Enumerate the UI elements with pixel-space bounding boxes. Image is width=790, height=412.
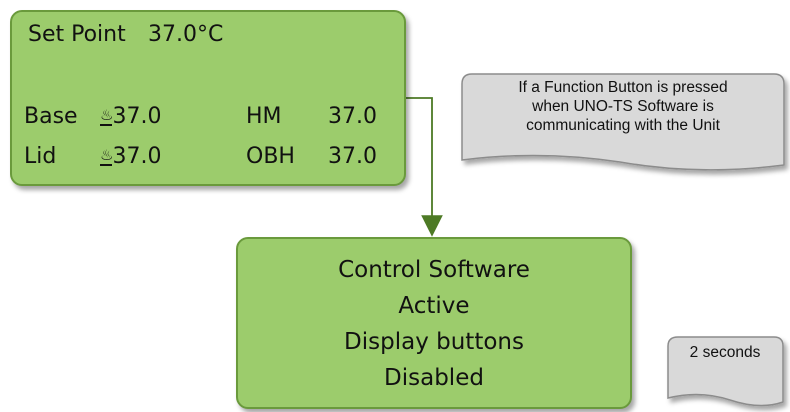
duration-note-shape — [667, 336, 784, 407]
message-line-3: Display buttons — [344, 329, 524, 355]
condition-line-1: If a Function Button is pressed — [518, 79, 728, 96]
software-active-display: Control Software Active Display buttons … — [236, 237, 632, 409]
obh-label: OBH — [246, 144, 295, 169]
base-reading: ♨37.0 — [100, 104, 161, 129]
setpoint-label: Set Point — [28, 22, 126, 47]
heater-icon: ♨ — [100, 146, 113, 166]
lid-value: 37.0 — [112, 144, 162, 169]
base-label: Base — [24, 104, 78, 129]
message-line-1: Control Software — [338, 257, 530, 283]
obh-value: 37.0 — [328, 144, 377, 169]
setpoint-value: 37.0°C — [148, 22, 224, 47]
status-display: Set Point 37.0°C Base ♨37.0 HM 37.0 Lid … — [10, 10, 406, 186]
base-value: 37.0 — [112, 104, 162, 129]
hm-value: 37.0 — [328, 104, 377, 129]
duration-note: 2 seconds — [689, 344, 761, 361]
condition-line-3: communicating with the Unit — [526, 117, 720, 134]
lid-label: Lid — [24, 144, 57, 169]
condition-line-2: when UNO-TS Software is — [532, 98, 714, 115]
flow-arrow — [396, 97, 443, 237]
message-line-4: Disabled — [384, 365, 484, 391]
condition-note: If a Function Button is pressed when UNO… — [462, 78, 784, 135]
condition-note-shape — [461, 73, 785, 171]
hm-label: HM — [246, 104, 282, 129]
heater-icon: ♨ — [100, 106, 113, 126]
message-line-2: Active — [398, 293, 470, 319]
lid-reading: ♨37.0 — [100, 144, 161, 169]
